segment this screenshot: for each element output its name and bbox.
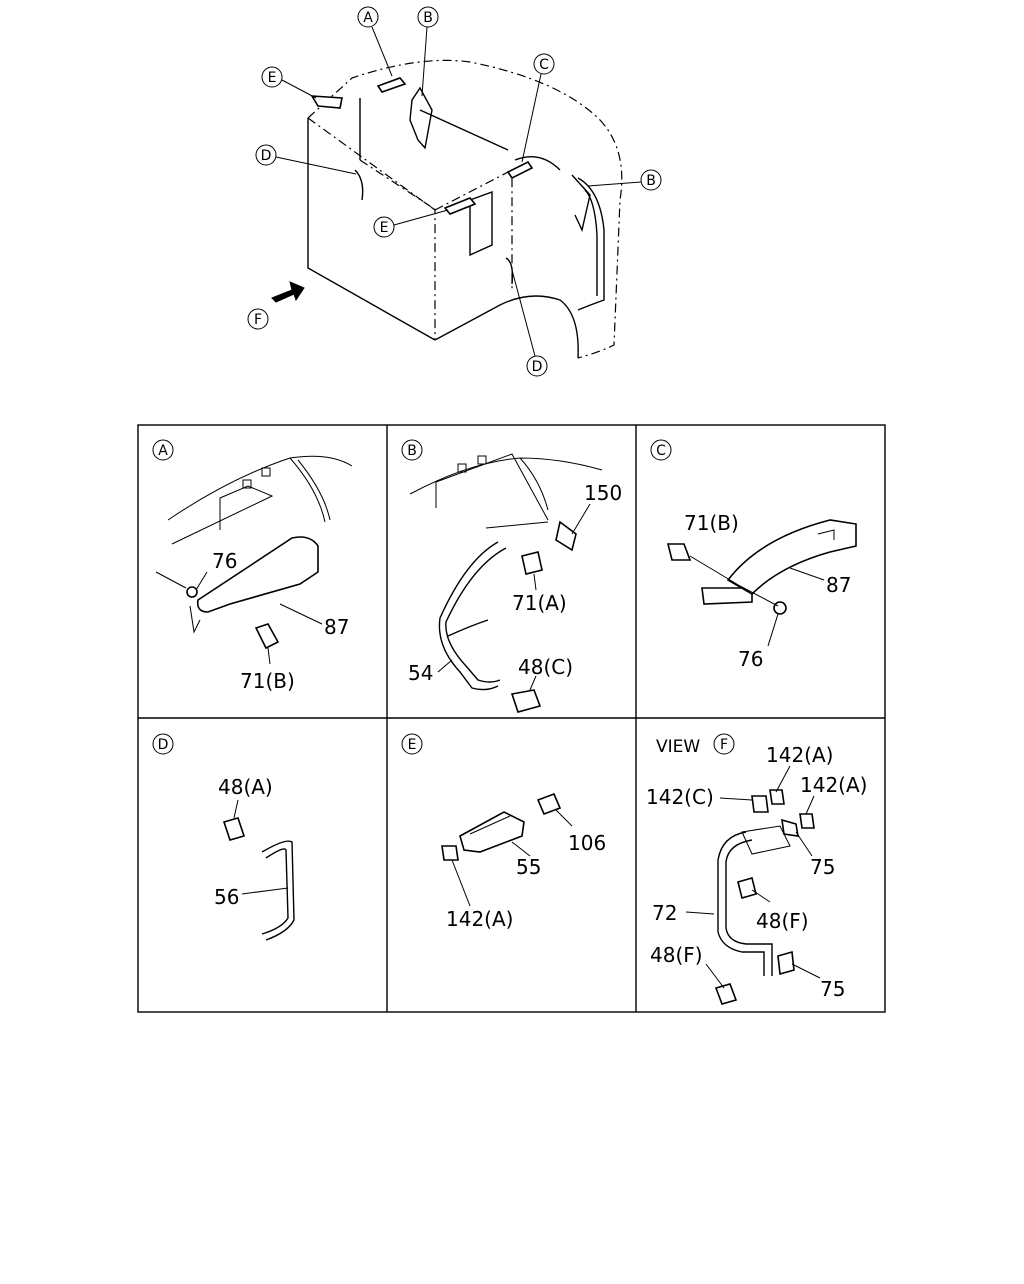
callout-D-bottom: D xyxy=(511,269,548,377)
clip-142A-2-icon xyxy=(799,813,815,829)
svg-text:D: D xyxy=(261,148,272,164)
panel-grid xyxy=(137,424,886,1013)
label-72: 72 xyxy=(652,901,677,925)
svg-text:E: E xyxy=(380,220,389,236)
panel-A: A 76 87 71(B) xyxy=(152,439,353,693)
bracket-75-bottom-icon xyxy=(777,950,795,976)
clip-142A-icon xyxy=(441,845,459,861)
panel-E-id: E xyxy=(408,737,417,753)
label-142A-f1: 142(A) xyxy=(766,743,833,767)
nut-76-icon xyxy=(186,586,198,598)
bolt-48F-1-icon xyxy=(737,877,757,899)
svg-text:B: B xyxy=(646,173,656,189)
svg-text:F: F xyxy=(254,312,262,328)
clip-142A-1-icon xyxy=(769,789,785,805)
label-48A: 48(A) xyxy=(218,775,273,799)
svg-text:D: D xyxy=(532,359,543,375)
view-arrow-icon xyxy=(271,281,305,303)
panel-D-id: D xyxy=(158,737,169,753)
bracket-75-top-icon xyxy=(781,818,799,837)
label-48C: 48(C) xyxy=(518,655,573,679)
cab-overview: A B C B E D E xyxy=(247,6,662,377)
panel-E: E 106 55 142(A) xyxy=(401,733,606,931)
label-75-bottom: 75 xyxy=(820,977,845,1001)
label-106: 106 xyxy=(568,831,606,855)
label-55: 55 xyxy=(516,855,541,879)
callout-B-top: B xyxy=(417,6,439,97)
bolt-71B-icon xyxy=(254,623,280,650)
svg-text:B: B xyxy=(423,10,433,26)
label-75-top: 75 xyxy=(810,855,835,879)
callout-B-right: B xyxy=(587,169,662,191)
callout-E-left: E xyxy=(261,66,317,99)
label-54: 54 xyxy=(408,661,433,685)
label-142C: 142(C) xyxy=(646,785,714,809)
nut-76-c-icon xyxy=(773,601,787,615)
panel-D: D 48(A) 56 xyxy=(152,733,295,941)
callout-C-top: C xyxy=(521,53,555,163)
callout-E-mid: E xyxy=(373,209,449,238)
panel-F-title: VIEW xyxy=(656,737,700,757)
bolt-71B-c-icon xyxy=(666,543,692,561)
callout-F-view: F xyxy=(247,308,269,330)
svg-text:E: E xyxy=(268,70,277,86)
label-71A: 71(A) xyxy=(512,591,567,615)
panel-B: B 150 71(A) 54 48(C) xyxy=(401,439,622,713)
label-76-c: 76 xyxy=(738,647,763,671)
panel-C: C 71(B) 87 76 xyxy=(650,439,857,671)
bolt-48F-2-icon xyxy=(714,983,738,1005)
label-48F-2: 48(F) xyxy=(650,943,703,967)
clip-142C-icon xyxy=(751,795,769,813)
bolt-150-icon xyxy=(555,520,577,552)
panel-C-id: C xyxy=(656,443,666,459)
label-87: 87 xyxy=(324,615,349,639)
panel-F: VIEW F 142(A) 142(C) 142(A) 75 72 48(F) … xyxy=(646,733,867,1005)
svg-text:C: C xyxy=(539,57,549,73)
label-87-c: 87 xyxy=(826,573,851,597)
label-142A-f2: 142(A) xyxy=(800,773,867,797)
label-142A-e: 142(A) xyxy=(446,907,513,931)
bolt-106-icon xyxy=(536,792,562,816)
panel-A-id: A xyxy=(158,443,168,459)
label-71B-c: 71(B) xyxy=(684,511,739,535)
label-56: 56 xyxy=(214,885,239,909)
panel-F-id: F xyxy=(720,737,728,753)
label-48F-1: 48(F) xyxy=(756,909,809,933)
label-150: 150 xyxy=(584,481,622,505)
panel-B-id: B xyxy=(407,443,417,459)
label-71B: 71(B) xyxy=(240,669,295,693)
label-76: 76 xyxy=(212,549,237,573)
bolt-48C-icon xyxy=(510,689,542,713)
svg-text:A: A xyxy=(363,10,373,26)
callout-D-left: D xyxy=(255,144,357,175)
callout-A-top: A xyxy=(357,6,393,77)
bolt-48A-icon xyxy=(222,817,246,841)
bolt-71A-icon xyxy=(521,551,543,575)
